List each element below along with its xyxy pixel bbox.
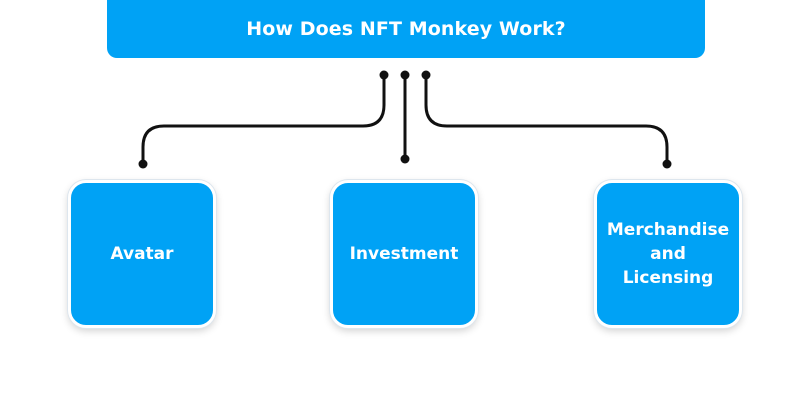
- connector-dot: [662, 159, 672, 169]
- node-label: Investment: [349, 244, 459, 264]
- node-merchandise-licensing: Merchandise and Licensing: [594, 180, 742, 328]
- diagram-title: How Does NFT Monkey Work?: [246, 18, 566, 40]
- connector-dot: [400, 70, 410, 80]
- connector-dot: [138, 159, 148, 169]
- connector-merchandise: [424, 75, 669, 164]
- connector-dot: [400, 154, 410, 164]
- node-label: Merchandise and Licensing: [606, 220, 730, 288]
- node-investment: Investment: [330, 180, 478, 328]
- header-box: How Does NFT Monkey Work?: [107, 0, 705, 58]
- connector-dot: [379, 70, 389, 80]
- connector-avatar: [141, 75, 386, 164]
- connector-dot: [421, 70, 431, 80]
- node-label: Avatar: [110, 244, 174, 264]
- node-avatar: Avatar: [68, 180, 216, 328]
